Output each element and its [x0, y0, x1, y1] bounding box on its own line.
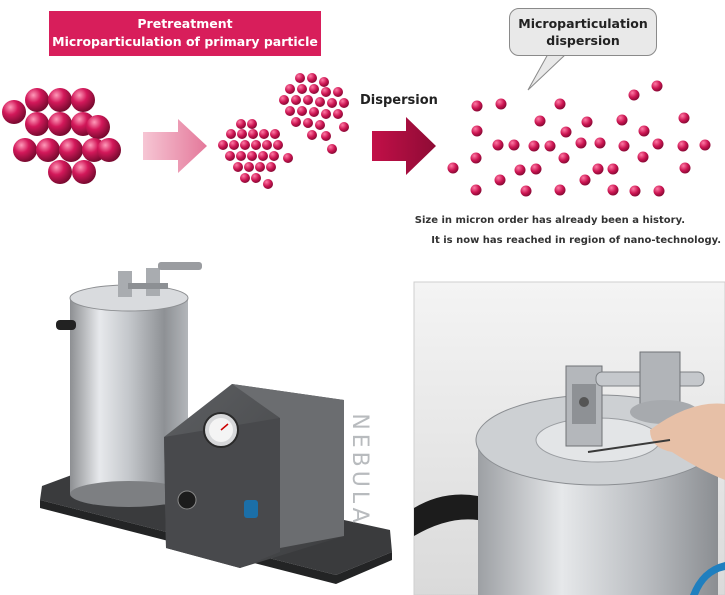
- device-brand: NEBULA: [347, 413, 372, 526]
- pretreatment-banner: Pretreatment Microparticulation of prima…: [49, 11, 321, 56]
- microparticle-cluster-lower: [218, 119, 293, 189]
- pretreatment-arrow: [143, 119, 207, 173]
- callout-line-1: Microparticulation: [518, 16, 648, 31]
- dispersion-arrow: [372, 117, 436, 175]
- callout-tail: [527, 53, 568, 91]
- caption-line-1: Size in micron order has already been a …: [414, 215, 685, 226]
- device-photo: [40, 262, 392, 584]
- banner-title: Pretreatment: [137, 16, 233, 31]
- caption-line-2: It is now has reached in region of nano-…: [431, 235, 721, 246]
- primary-particle-cluster: [2, 88, 121, 184]
- callout-line-2: dispersion: [546, 33, 620, 48]
- microparticle-cluster-upper: [279, 73, 349, 154]
- dispersed-particles: [447, 80, 711, 197]
- lid-closeup-photo: [413, 281, 725, 595]
- dispersion-label: Dispersion: [360, 93, 438, 108]
- banner-subtitle: Microparticulation of primary particle: [52, 34, 318, 49]
- microparticulation-callout: Microparticulation dispersion: [509, 8, 657, 56]
